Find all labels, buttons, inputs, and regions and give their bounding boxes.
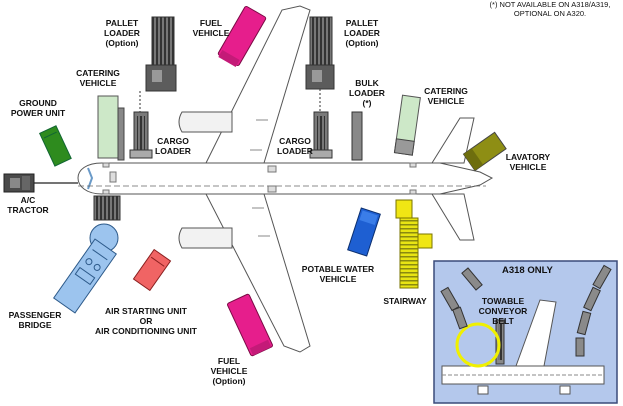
label-pallet-loader-aft: PALLET LOADER (Option) xyxy=(344,18,380,48)
fuselage xyxy=(77,162,494,195)
label-fuel-vehicle-bottom: FUEL VEHICLE (Option) xyxy=(210,356,248,386)
availability-note: (*) NOT AVAILABLE ON A318/A319, OPTIONAL… xyxy=(489,0,611,18)
upper-stabilizer xyxy=(431,117,475,164)
pallet-loader-aft xyxy=(305,16,335,112)
label-catering-vehicle-fwd: CATERING VEHICLE xyxy=(76,68,120,88)
label-bulk-loader: BULK LOADER (*) xyxy=(349,78,385,108)
label-a318-only: A318 ONLY xyxy=(502,265,553,276)
label-passenger-bridge: PASSENGER BRIDGE xyxy=(8,310,62,330)
potable-water-vehicle xyxy=(347,207,381,257)
bulk-loader xyxy=(351,111,363,161)
catering-vehicle-aft xyxy=(393,94,421,156)
passenger-bridge xyxy=(53,195,121,314)
label-towable-conveyor-belt: TOWABLE CONVEYOR BELT xyxy=(478,296,528,326)
a318-inset xyxy=(433,260,618,404)
cargo-loader-fwd xyxy=(129,111,153,159)
aircraft xyxy=(77,5,494,353)
cockpit-window xyxy=(87,167,94,190)
pallet-loader-fwd xyxy=(139,16,177,112)
ac-tractor xyxy=(3,173,78,193)
label-air-starting-unit: AIR STARTING UNIT OR AIR CONDITIONING UN… xyxy=(95,306,197,336)
lower-stabilizer xyxy=(431,193,475,241)
label-stairway: STAIRWAY xyxy=(383,296,427,306)
ground-power-unit-vehicle xyxy=(38,125,72,167)
fuel-vehicle-top xyxy=(217,5,267,67)
lower-engine xyxy=(178,227,233,249)
stairway-vehicle xyxy=(395,199,433,289)
air-starting-unit xyxy=(132,248,172,292)
cargo-loader-aft xyxy=(309,111,333,159)
label-pallet-loader-fwd: PALLET LOADER (Option) xyxy=(104,18,140,48)
label-cargo-loader-fwd: CARGO LOADER xyxy=(155,136,191,156)
highlight-circle xyxy=(455,322,501,368)
label-potable-water-vehicle: POTABLE WATER VEHICLE xyxy=(301,264,375,284)
catering-vehicle-fwd xyxy=(97,95,125,161)
upper-engine xyxy=(178,111,233,133)
label-fuel-vehicle-top: FUEL VEHICLE xyxy=(192,18,230,38)
lavatory-vehicle xyxy=(462,131,507,172)
fuel-vehicle-bottom xyxy=(227,293,273,357)
label-ac-tractor: A/C TRACTOR xyxy=(7,195,49,215)
label-cargo-loader-aft: CARGO LOADER xyxy=(277,136,313,156)
label-ground-power-unit: GROUND POWER UNIT xyxy=(10,98,66,118)
label-lavatory-vehicle: LAVATORY VEHICLE xyxy=(505,152,551,172)
label-catering-vehicle-aft: CATERING VEHICLE xyxy=(424,86,468,106)
